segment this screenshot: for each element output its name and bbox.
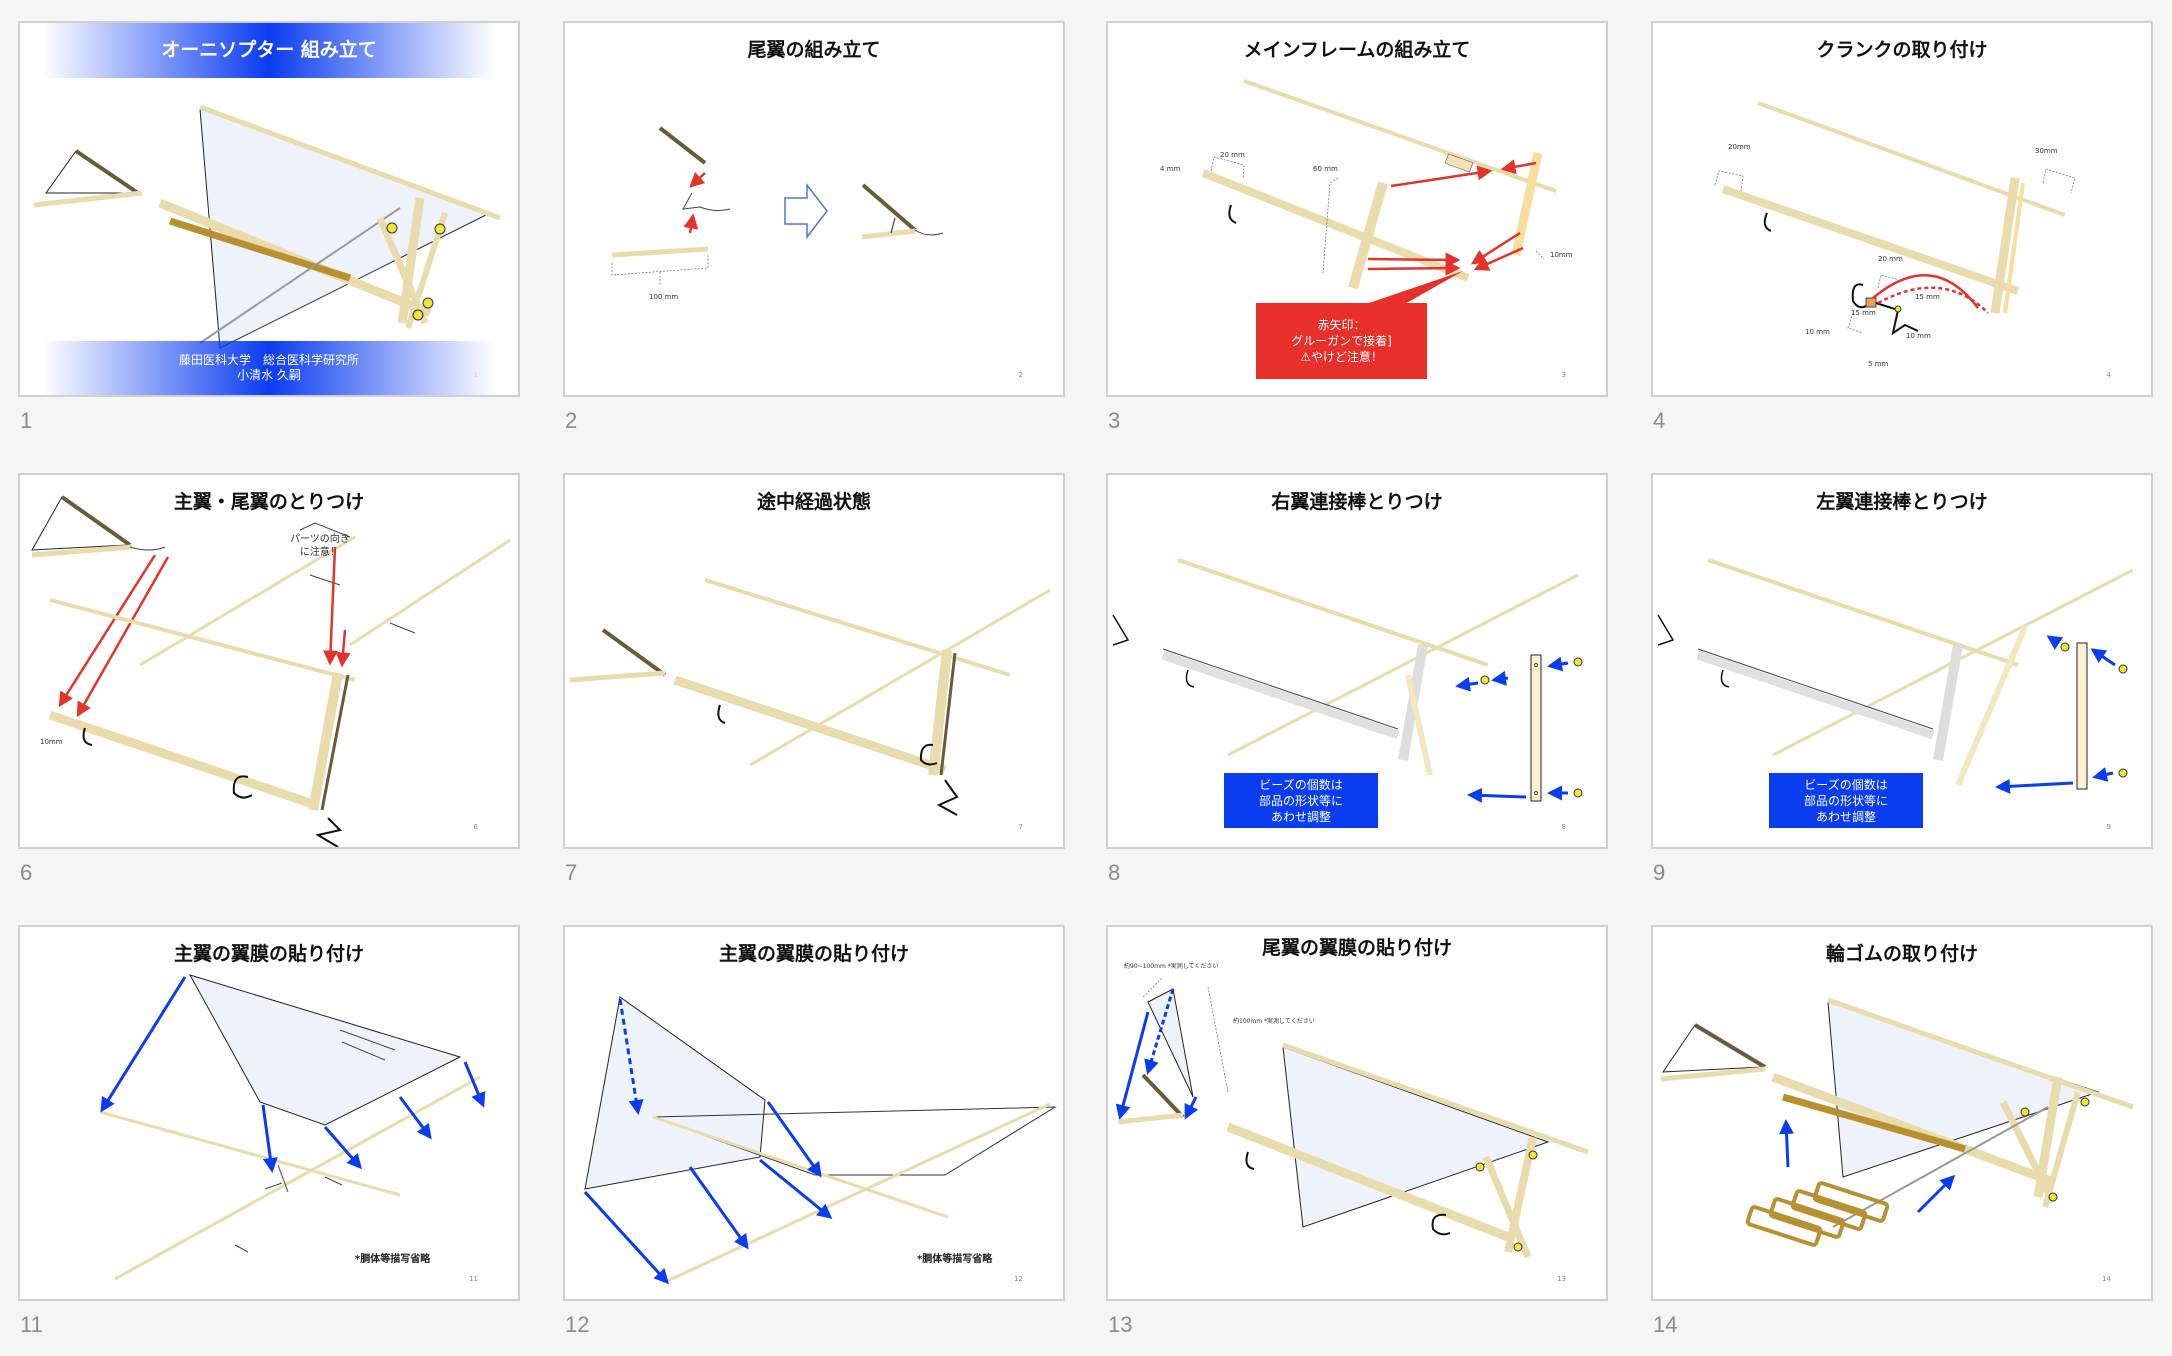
callout-line: あわせ調整	[1270, 809, 1331, 824]
rubber-band-illustration	[1660, 997, 2134, 1247]
author: 小清水 久嗣	[237, 368, 301, 382]
main-wing-membrane-illustration	[99, 974, 486, 1281]
title-band	[42, 23, 496, 78]
callout-line: グルーガンで接着]	[1291, 334, 1392, 348]
slide-number: 8	[1108, 860, 1121, 885]
dimension-label: 20 mm	[1220, 151, 1245, 159]
slide-thumbnail-9[interactable]: 左翼連接棒とりつけ ビーズの個数は 部品の形状等に あわせ調整 9	[1651, 473, 2153, 849]
slide-thumbnail-7[interactable]: 途中経過状態 7	[563, 473, 1065, 849]
main-wing-membrane-illustration	[583, 996, 1057, 1285]
omission-note: *胴体等描写省略	[355, 1254, 431, 1265]
slide-title: 左翼連接棒とりつけ	[1816, 491, 1988, 513]
omission-note: *胴体等描写省略	[917, 1254, 993, 1265]
slide-title: 輪ゴムの取り付け	[1825, 943, 1978, 965]
ornithopter-illustration	[33, 104, 501, 349]
main-frame-illustration	[1201, 79, 1557, 305]
affiliation: 藤田医科大学 総合医科学研究所	[178, 353, 359, 367]
slide-title: 尾翼の組み立て	[747, 39, 881, 61]
progress-state-illustration	[569, 578, 1051, 816]
slide-thumbnail-3[interactable]: メインフレームの組み立て 20 mm 4 mm 60 mm 10mm 赤矢印： …	[1106, 21, 1608, 397]
subtitle-band	[42, 341, 496, 395]
slide-thumbnail-1[interactable]: オーニソプター 組み立て 藤田医科大学 総合医科学研究所 小清水 久嗣 1	[18, 21, 520, 397]
dimension-label: 60 mm	[1313, 165, 1338, 173]
page-number: 8	[1561, 823, 1566, 831]
slide-thumbnail-6[interactable]: 主翼・尾翼のとりつけ パーツの向き に注意！ 10mm 6	[18, 473, 520, 849]
slide-number: 13	[1108, 1312, 1133, 1337]
orientation-note: パーツの向き に注意！	[290, 533, 350, 559]
callout-line: 部品の形状等に	[1803, 793, 1888, 808]
page-number: 4	[2106, 371, 2111, 379]
slide-number: 11	[20, 1312, 43, 1337]
dimension-label: 5 mm	[1868, 360, 1889, 368]
dimension-label: 20mm	[1728, 143, 1751, 151]
slide-thumbnail-4[interactable]: クランクの取り付け 20mm 30mm 20 mm 15 mm 15 mm 10…	[1651, 21, 2153, 397]
callout-line: ビーズの個数は	[1804, 777, 1888, 792]
page-number: 11	[469, 1275, 478, 1283]
crank-illustration	[1714, 101, 2076, 336]
slide-thumbnail-11[interactable]: 主翼の翼膜の貼り付け *胴体等描写省略 11	[18, 925, 520, 1301]
page-number: 2	[1018, 371, 1023, 379]
slide-number: 3	[1108, 408, 1121, 433]
dimension-label: 約90~100mm *実測してください	[1124, 963, 1219, 970]
slide-title: 主翼・尾翼のとりつけ	[173, 491, 365, 513]
rubber-bands	[1745, 1181, 1890, 1247]
page-number: 13	[1557, 1275, 1566, 1283]
dimension-label: 10 mm	[1906, 332, 1931, 340]
slide-title: 主翼の翼膜の貼り付け	[173, 943, 364, 965]
callout-line: あわせ調整	[1815, 809, 1876, 824]
tail-membrane-illustration	[1115, 976, 1589, 1259]
dimension-label: 15 mm	[1915, 293, 1940, 301]
page-number: 6	[473, 823, 478, 831]
dimension-label: 10mm	[40, 738, 63, 746]
slide-thumbnail-13[interactable]: 尾翼の翼膜の貼り付け 約90~100mm *実測してください 約100mm *実…	[1106, 925, 1608, 1301]
slide-title: オーニソプター 組み立て	[161, 39, 377, 61]
slide-number: 4	[1653, 408, 1666, 433]
slide-number: 6	[20, 860, 33, 885]
slide-title: 主翼の翼膜の貼り付け	[718, 943, 909, 965]
note-line: パーツの向き	[290, 534, 350, 545]
slide-title: 尾翼の翼膜の貼り付け	[1261, 937, 1452, 959]
page-number: 3	[1561, 371, 1566, 379]
note-line: に注意！	[299, 547, 340, 558]
wing-tail-attach-illustration	[31, 495, 511, 847]
page-number: 9	[2106, 823, 2111, 831]
dimension-label: 15 mm	[1851, 309, 1876, 317]
slide-title: クランクの取り付け	[1816, 39, 1988, 61]
right-wing-linkage-illustration	[1112, 558, 1583, 803]
dimension-label: 20 mm	[1878, 255, 1903, 263]
beads-note-callout: ビーズの個数は 部品の形状等に あわせ調整	[1224, 773, 1378, 828]
callout-line: 部品の形状等に	[1258, 793, 1343, 808]
slide-number: 14	[1653, 1312, 1678, 1337]
glue-warning-callout: 赤矢印： グルーガンで接着] ⚠やけど注意！	[1256, 303, 1427, 379]
tail-assembly-illustration	[611, 126, 944, 285]
slide-title: 途中経過状態	[756, 491, 871, 513]
slide-number: 7	[565, 860, 578, 885]
page-number: 14	[2102, 1275, 2111, 1283]
dimension-label: 10mm	[1550, 251, 1573, 259]
slide-thumbnail-14[interactable]: 輪ゴムの取り付け 14	[1651, 925, 2153, 1301]
callout-line: 赤矢印：	[1317, 318, 1366, 332]
slide-thumbnail-8[interactable]: 右翼連接棒とりつけ ビーズの個数は 部品の形状等に あわせ調整 8	[1106, 473, 1608, 849]
left-wing-linkage-illustration	[1657, 558, 2134, 794]
dimension-label: 30mm	[2035, 147, 2058, 155]
slide-title: 右翼連接棒とりつけ	[1271, 491, 1443, 513]
slide-number: 1	[20, 408, 33, 433]
slide-number: 2	[565, 408, 578, 433]
page-number: 1	[473, 371, 478, 379]
slide-thumbnail-2[interactable]: 尾翼の組み立て 100 mm 2	[563, 21, 1065, 397]
dimension-label: 約100mm *実測してください	[1233, 1018, 1315, 1025]
page-number: 7	[1018, 823, 1023, 831]
dimension-label: 4 mm	[1160, 165, 1181, 173]
page-number: 12	[1014, 1275, 1023, 1283]
dimension-label: 10 mm	[1805, 328, 1830, 336]
slide-number: 9	[1653, 860, 1666, 885]
dimension-label: 100 mm	[649, 293, 679, 301]
slide-number: 12	[565, 1312, 590, 1337]
slide-title: メインフレームの組み立て	[1243, 39, 1471, 61]
slide-thumbnail-12[interactable]: 主翼の翼膜の貼り付け *胴体等描写省略 12	[563, 925, 1065, 1301]
beads-note-callout: ビーズの個数は 部品の形状等に あわせ調整	[1769, 773, 1923, 828]
callout-line: ⚠やけど注意！	[1300, 350, 1383, 364]
callout-line: ビーズの個数は	[1259, 777, 1343, 792]
